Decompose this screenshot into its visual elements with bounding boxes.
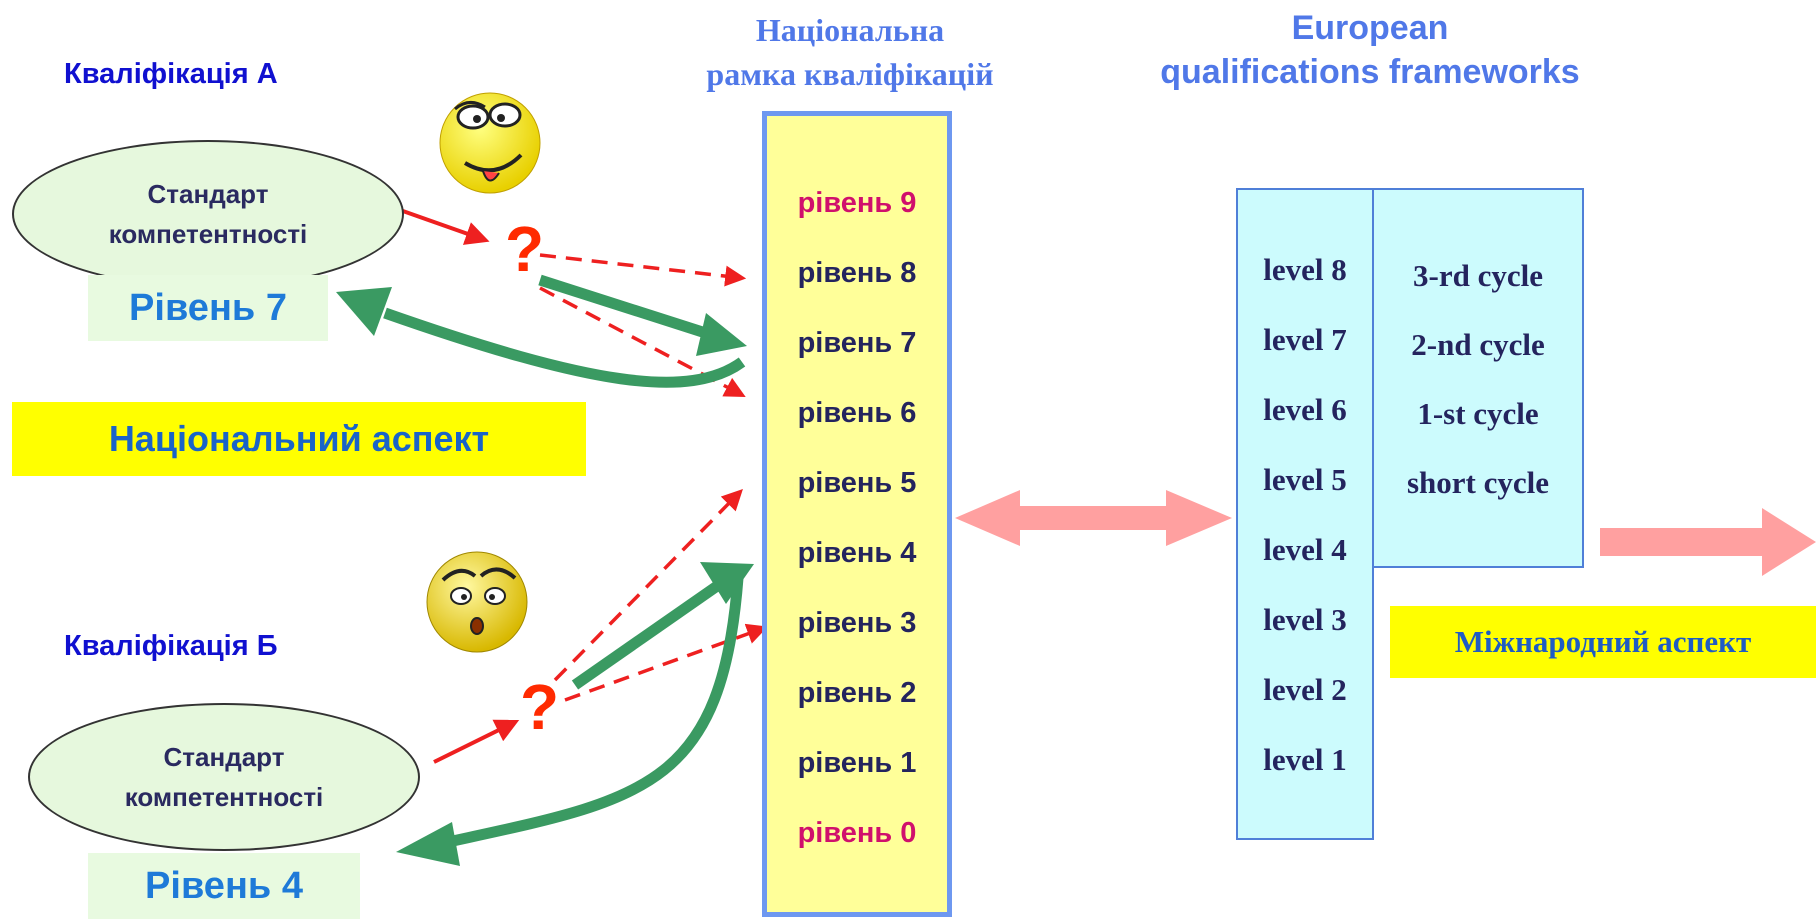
national-aspect-label: Національний аспект <box>12 402 586 476</box>
standard-ellipse-b: Стандарт компетентності <box>28 703 420 851</box>
international-aspect-label: Міжнародний аспект <box>1390 606 1816 678</box>
arrow-standard-b-to-question <box>433 719 520 764</box>
green-curve-level4-to-b <box>446 577 744 848</box>
nqf-title-line1: Національна <box>755 12 945 48</box>
funny-face-icon <box>439 92 541 194</box>
eqf-level-8: level 8 <box>1263 252 1347 287</box>
nqf-level-6: рівень 6 <box>797 397 917 429</box>
eqf-cycle-short: short cycle <box>1406 465 1550 500</box>
standard-b-line2: компетентності <box>124 782 324 812</box>
nqf-title: Національна рамка кваліфікацій <box>640 8 1060 96</box>
nqf-level-8: рівень 8 <box>797 257 917 289</box>
arrow-standard-a-to-question <box>399 208 490 245</box>
nqf-level-1: рівень 1 <box>797 747 917 779</box>
nqf-level-9: рівень 9 <box>797 187 917 219</box>
standard-ellipse-a: Стандарт компетентності <box>12 140 404 288</box>
green-curve-level7-to-a <box>383 307 746 388</box>
nqf-level-2: рівень 2 <box>797 677 917 709</box>
eqf-cycles-column: 3-rd cycle 2-nd cycle 1-st cycle short c… <box>1372 188 1584 568</box>
eqf-title: European qualifications frameworks <box>1100 6 1640 94</box>
dashed-arrow-a-level8 <box>539 253 747 287</box>
double-arrow-nqf-eqf <box>955 490 1232 546</box>
green-arrow-b-to-level4 <box>571 579 724 690</box>
nqf-level-3: рівень 3 <box>797 607 917 639</box>
nqf-level-7: рівень 7 <box>797 327 917 359</box>
dashed-arrow-b-level5 <box>553 489 743 682</box>
question-mark-a: ? <box>505 213 545 285</box>
eqf-cycle-3rd: 3-rd cycle <box>1413 258 1543 293</box>
eqf-cycle-1st: 1-st cycle <box>1417 396 1539 431</box>
nqf-level-0: рівень 0 <box>797 817 917 849</box>
green-arrowhead-b-level4 <box>700 562 754 604</box>
nqf-level-5: рівень 5 <box>797 467 917 499</box>
eqf-title-line1: European <box>1291 9 1449 47</box>
level-badge-a: Рівень 7 <box>88 275 328 341</box>
eqf-level-7: level 7 <box>1263 322 1347 357</box>
green-arrowhead-return-a <box>336 287 392 336</box>
eqf-level-3: level 3 <box>1263 602 1347 637</box>
green-arrowhead-return-b <box>396 822 460 866</box>
eqf-level-6: level 6 <box>1263 392 1347 427</box>
standard-a-line2: компетентності <box>108 219 308 249</box>
right-arrow-international <box>1600 508 1816 576</box>
level-badge-b: Рівень 4 <box>88 853 360 919</box>
qualification-b-title: Кваліфікація Б <box>64 630 278 662</box>
worried-face-icon <box>426 551 528 653</box>
eqf-title-line2: qualifications frameworks <box>1160 53 1580 91</box>
eqf-level-5: level 5 <box>1263 462 1347 497</box>
nqf-level-4: рівень 4 <box>797 537 917 569</box>
eqf-level-2: level 2 <box>1263 672 1347 707</box>
standard-b-line1: Стандарт <box>163 742 285 772</box>
eqf-levels-column: level 8 level 7 level 6 level 5 level 4 … <box>1236 188 1374 840</box>
qualification-a-title: Кваліфікація А <box>64 58 278 90</box>
nqf-title-line2: рамка кваліфікацій <box>706 56 994 92</box>
dashed-arrow-b-level3 <box>564 623 768 702</box>
nqf-column: рівень 9 рівень 8 рівень 7 рівень 6 ріве… <box>762 111 952 917</box>
eqf-level-1: level 1 <box>1263 742 1347 777</box>
question-mark-b: ? <box>520 671 560 743</box>
green-arrow-a-to-level7 <box>538 274 717 342</box>
eqf-cycle-2nd: 2-nd cycle <box>1411 327 1545 362</box>
green-arrowhead-a-level7 <box>696 313 747 356</box>
eqf-level-4: level 4 <box>1263 532 1347 567</box>
standard-a-line1: Стандарт <box>147 179 269 209</box>
